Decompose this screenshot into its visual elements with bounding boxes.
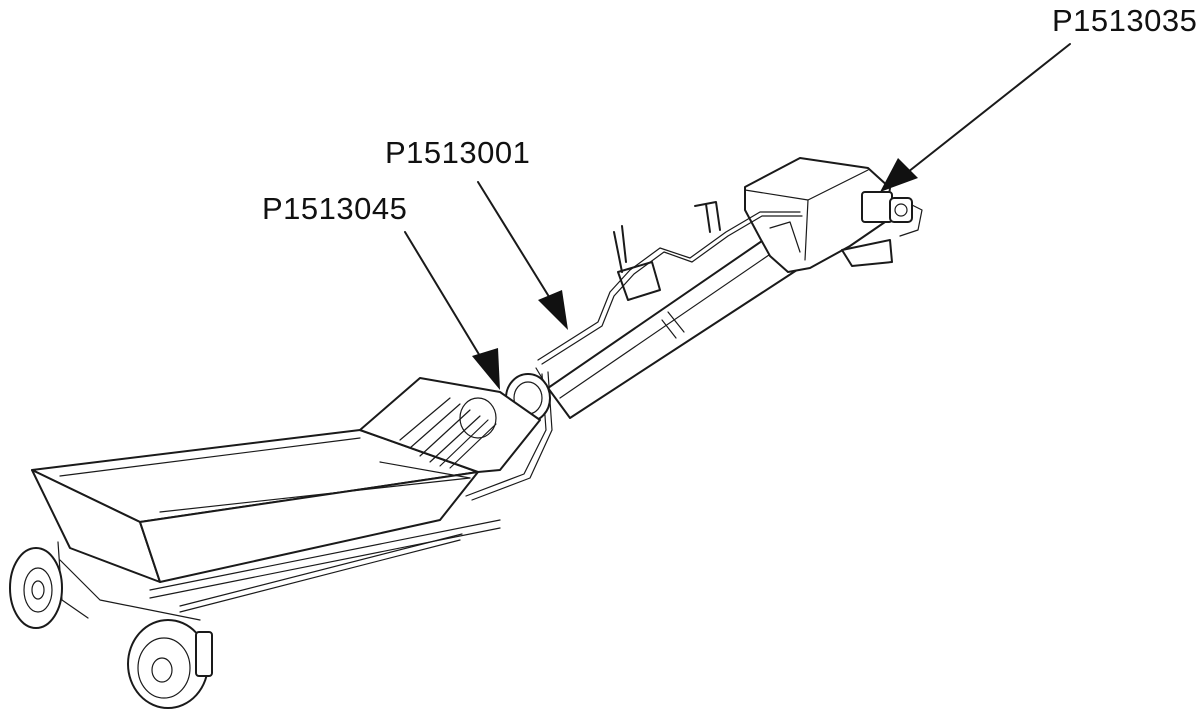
discharge-head [744, 157, 893, 273]
wheel-front-right [127, 619, 213, 709]
wheel-rear-left [9, 547, 63, 629]
arrow-p1513045 [404, 231, 500, 390]
drive-motor [861, 191, 923, 237]
callout-label-p1513045: P1513045 [262, 191, 408, 226]
auger-tube [547, 231, 801, 419]
hopper-transition [359, 377, 541, 473]
arrow-p1513001 [477, 181, 568, 330]
hopper [31, 429, 479, 583]
arrow-p1513035 [880, 43, 1071, 192]
callout-arrows [404, 43, 1071, 390]
callout-label-p1513035: P1513035 [1052, 3, 1198, 38]
frame-rails [57, 519, 501, 621]
callout-label-p1513001: P1513001 [385, 135, 531, 170]
